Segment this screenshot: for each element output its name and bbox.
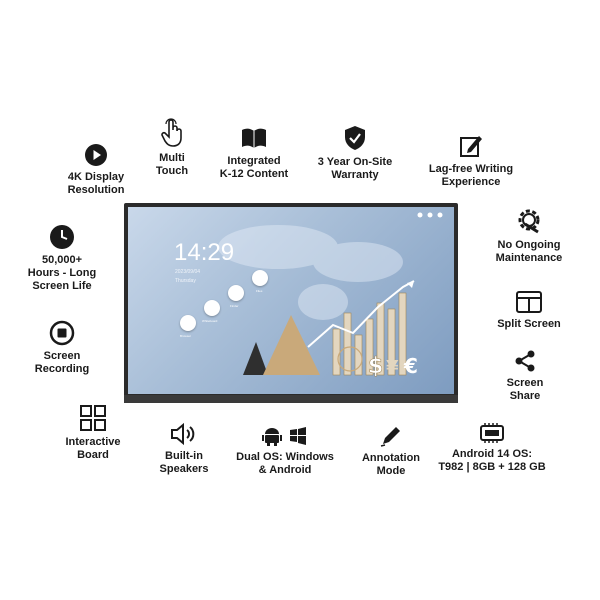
open-book-icon	[242, 128, 266, 148]
feature-label: Split Screen	[497, 318, 561, 330]
clock-icon	[50, 225, 74, 249]
display-screen: 14:29 2023/09/04 Thursday Browser Whiteb…	[128, 207, 454, 394]
screen-clock: 14:29	[174, 239, 235, 266]
feature-4k-display: 4K Display Resolution	[52, 143, 140, 197]
feature-annotation: Annotation Mode	[352, 424, 430, 478]
grid-icon	[80, 405, 106, 431]
speaker-icon	[171, 422, 195, 446]
feature-label: Android 14 OS: T982 | 8GB + 128 GB	[438, 448, 546, 473]
app-finder-icon[interactable]	[228, 285, 244, 301]
app-label: Browser	[180, 334, 192, 338]
app-whiteboard-icon[interactable]	[204, 300, 220, 316]
display-bezel	[124, 395, 458, 403]
feature-label: Screen Share	[506, 377, 544, 402]
split-window-icon	[516, 291, 542, 313]
feature-speakers: Built-in Speakers	[146, 422, 222, 476]
feature-label: 50,000+ Hours - Long Screen Life	[27, 254, 97, 292]
android-icon	[262, 428, 282, 446]
feature-warranty: 3 Year On-Site Warranty	[305, 124, 405, 182]
feature-interactive-board: Interactive Board	[56, 404, 130, 462]
svg-text:¥: ¥	[386, 357, 399, 378]
feature-label: Interactive Board	[65, 436, 121, 461]
feature-dual-os: Dual OS: Windows & Android	[228, 425, 342, 477]
world-map-decoration	[218, 225, 403, 320]
app-label: Finder	[230, 304, 239, 308]
wallpaper-art: $ ¥ €	[243, 280, 418, 379]
feature-hours: 50,000+ Hours - Long Screen Life	[20, 224, 104, 293]
feature-label: Screen Recording	[34, 350, 90, 375]
feature-label: Built-in Speakers	[159, 450, 209, 475]
app-files-icon[interactable]	[252, 270, 268, 286]
play-circle-icon	[85, 144, 107, 166]
record-icon	[49, 320, 75, 346]
pen-icon	[380, 427, 400, 447]
screen-date: 2023/09/04	[175, 269, 201, 275]
status-icons	[417, 212, 443, 218]
feature-label: Integrated K-12 Content	[219, 155, 289, 180]
windows-icon	[290, 427, 306, 445]
screen-weekday: Thursday	[175, 278, 196, 284]
feature-writing: Lag-free Writing Experience	[416, 133, 526, 189]
feature-label: Multi Touch	[155, 152, 189, 177]
os-icons	[262, 425, 308, 447]
feature-label: 3 Year On-Site Warranty	[317, 156, 393, 181]
share-icon	[515, 350, 535, 372]
feature-label: Dual OS: Windows & Android	[236, 451, 334, 476]
feature-label: Annotation Mode	[361, 452, 421, 477]
app-browser-icon[interactable]	[180, 315, 196, 331]
feature-k12-content: Integrated K-12 Content	[207, 125, 301, 181]
chip-icon	[480, 423, 504, 443]
interactive-display: 14:29 2023/09/04 Thursday Browser Whiteb…	[124, 203, 458, 403]
feature-recording: Screen Recording	[24, 320, 100, 376]
app-label: Files	[256, 289, 263, 293]
feature-multi-touch: Multi Touch	[145, 118, 199, 178]
svg-text:€: €	[403, 354, 418, 378]
feature-label: Lag-free Writing Experience	[428, 163, 514, 188]
edit-pen-icon	[460, 136, 482, 157]
feature-label: 4K Display Resolution	[67, 171, 125, 196]
feature-screen-share: Screen Share	[490, 349, 560, 403]
feature-split-screen: Split Screen	[484, 290, 574, 331]
feature-maintenance: No Ongoing Maintenance	[484, 205, 574, 265]
touch-hand-icon	[161, 118, 182, 147]
feature-android-spec: Android 14 OS: T982 | 8GB + 128 GB	[432, 422, 552, 474]
svg-text:$: $	[368, 354, 383, 379]
gear-wrench-icon	[518, 209, 540, 234]
shield-check-icon	[345, 126, 365, 150]
app-label: Whiteboard	[202, 319, 218, 323]
feature-label: No Ongoing Maintenance	[495, 239, 563, 264]
